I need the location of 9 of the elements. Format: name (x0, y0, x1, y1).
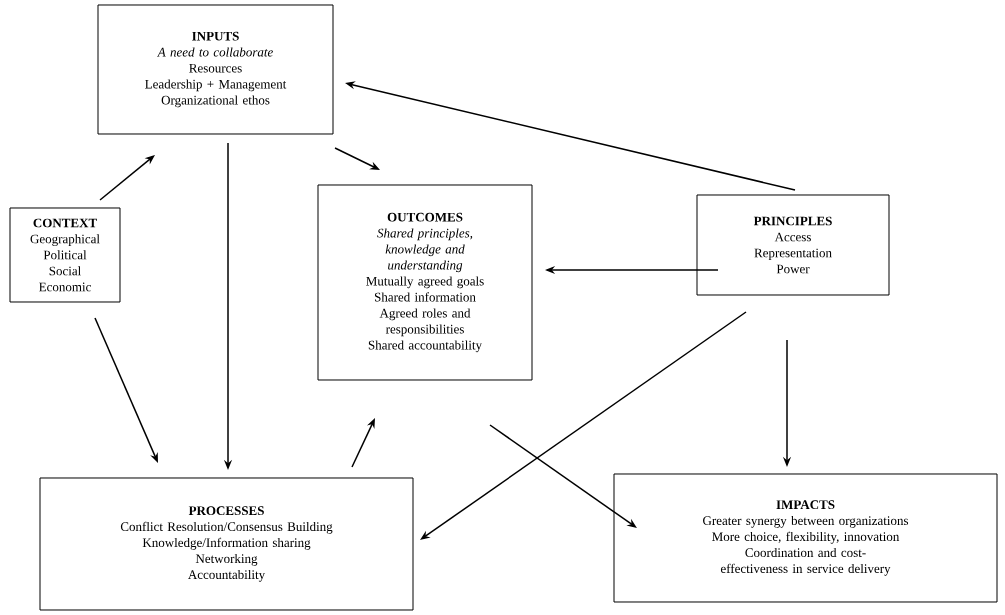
concept-box: OUTCOMES Shared principles, knowledge and understanding Mutually agreed goals Shared information Agreed roles and responsibilities Shared accountability (317, 184, 533, 381)
arrow (99, 155, 155, 201)
concept-box: IMPACTS Greater synergy between organizations More choice, flexibility, innovation Coordination and cost-effectiveness in service delivery (613, 473, 998, 603)
concept-box: INPUTS A need to collaborate Resources Leadership + Management Organizational ethos (97, 4, 334, 135)
arrow (420, 311, 747, 540)
concept-box: PRINCIPLES Access Representation Power (696, 194, 890, 296)
concept-box: CONTEXT Geographical Political Social Economic (9, 207, 121, 303)
concept-box: PROCESSES Conflict Resolution/Consensus Building Knowledge/Information sharing Networking Accountability (39, 477, 414, 611)
arrow (489, 424, 637, 528)
